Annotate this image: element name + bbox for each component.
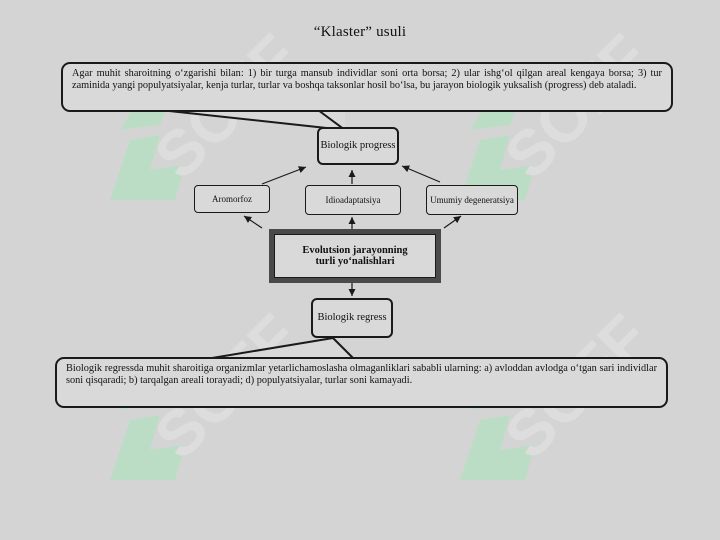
node-biologik-progress: Biologik progress: [317, 127, 399, 165]
regress-definition-text: Biologik regressda muhit sharoitiga orga…: [66, 363, 657, 386]
node-aromorfoz-label: Aromorfoz: [212, 194, 252, 204]
node-center-label: Evolutsion jarayonning turli yo‘nalishla…: [302, 244, 408, 268]
arrow-center-to-degeneratsiya: [443, 215, 462, 229]
node-center-evolutsion: Evolutsion jarayonning turli yo‘nalishla…: [269, 229, 441, 283]
callout-tail-top: [159, 109, 346, 131]
node-biologik-regress-label: Biologik regress: [317, 312, 387, 324]
page-title: “Klaster” usuli: [313, 24, 407, 40]
node-aromorfoz: Aromorfoz: [194, 185, 270, 213]
node-umumiy-degeneratsiya-label: Umumiy degeneratsiya: [430, 195, 514, 205]
node-biologik-progress-label: Biologik progress: [320, 140, 396, 152]
callout-tail-bottom: [199, 337, 334, 361]
progress-definition-text: Agar muhit sharoitning o‘zgarishi bilan:…: [72, 68, 662, 91]
node-idioadaptatsiya: Idioadaptatsiya: [305, 185, 401, 215]
node-umumiy-degeneratsiya: Umumiy degeneratsiya: [426, 185, 518, 215]
arrow-center-to-aromorfoz: [243, 215, 263, 229]
arrow-aromorfoz-to-progress: [261, 166, 307, 185]
node-biologik-regress: Biologik regress: [311, 298, 393, 338]
arrow-degeneratsiya-to-progress: [401, 165, 441, 183]
progress-definition-callout: Agar muhit sharoitning o‘zgarishi bilan:…: [61, 62, 673, 112]
regress-definition-callout: Biologik regressda muhit sharoitiga orga…: [55, 357, 668, 408]
node-idioadaptatsiya-label: Idioadaptatsiya: [325, 195, 381, 205]
